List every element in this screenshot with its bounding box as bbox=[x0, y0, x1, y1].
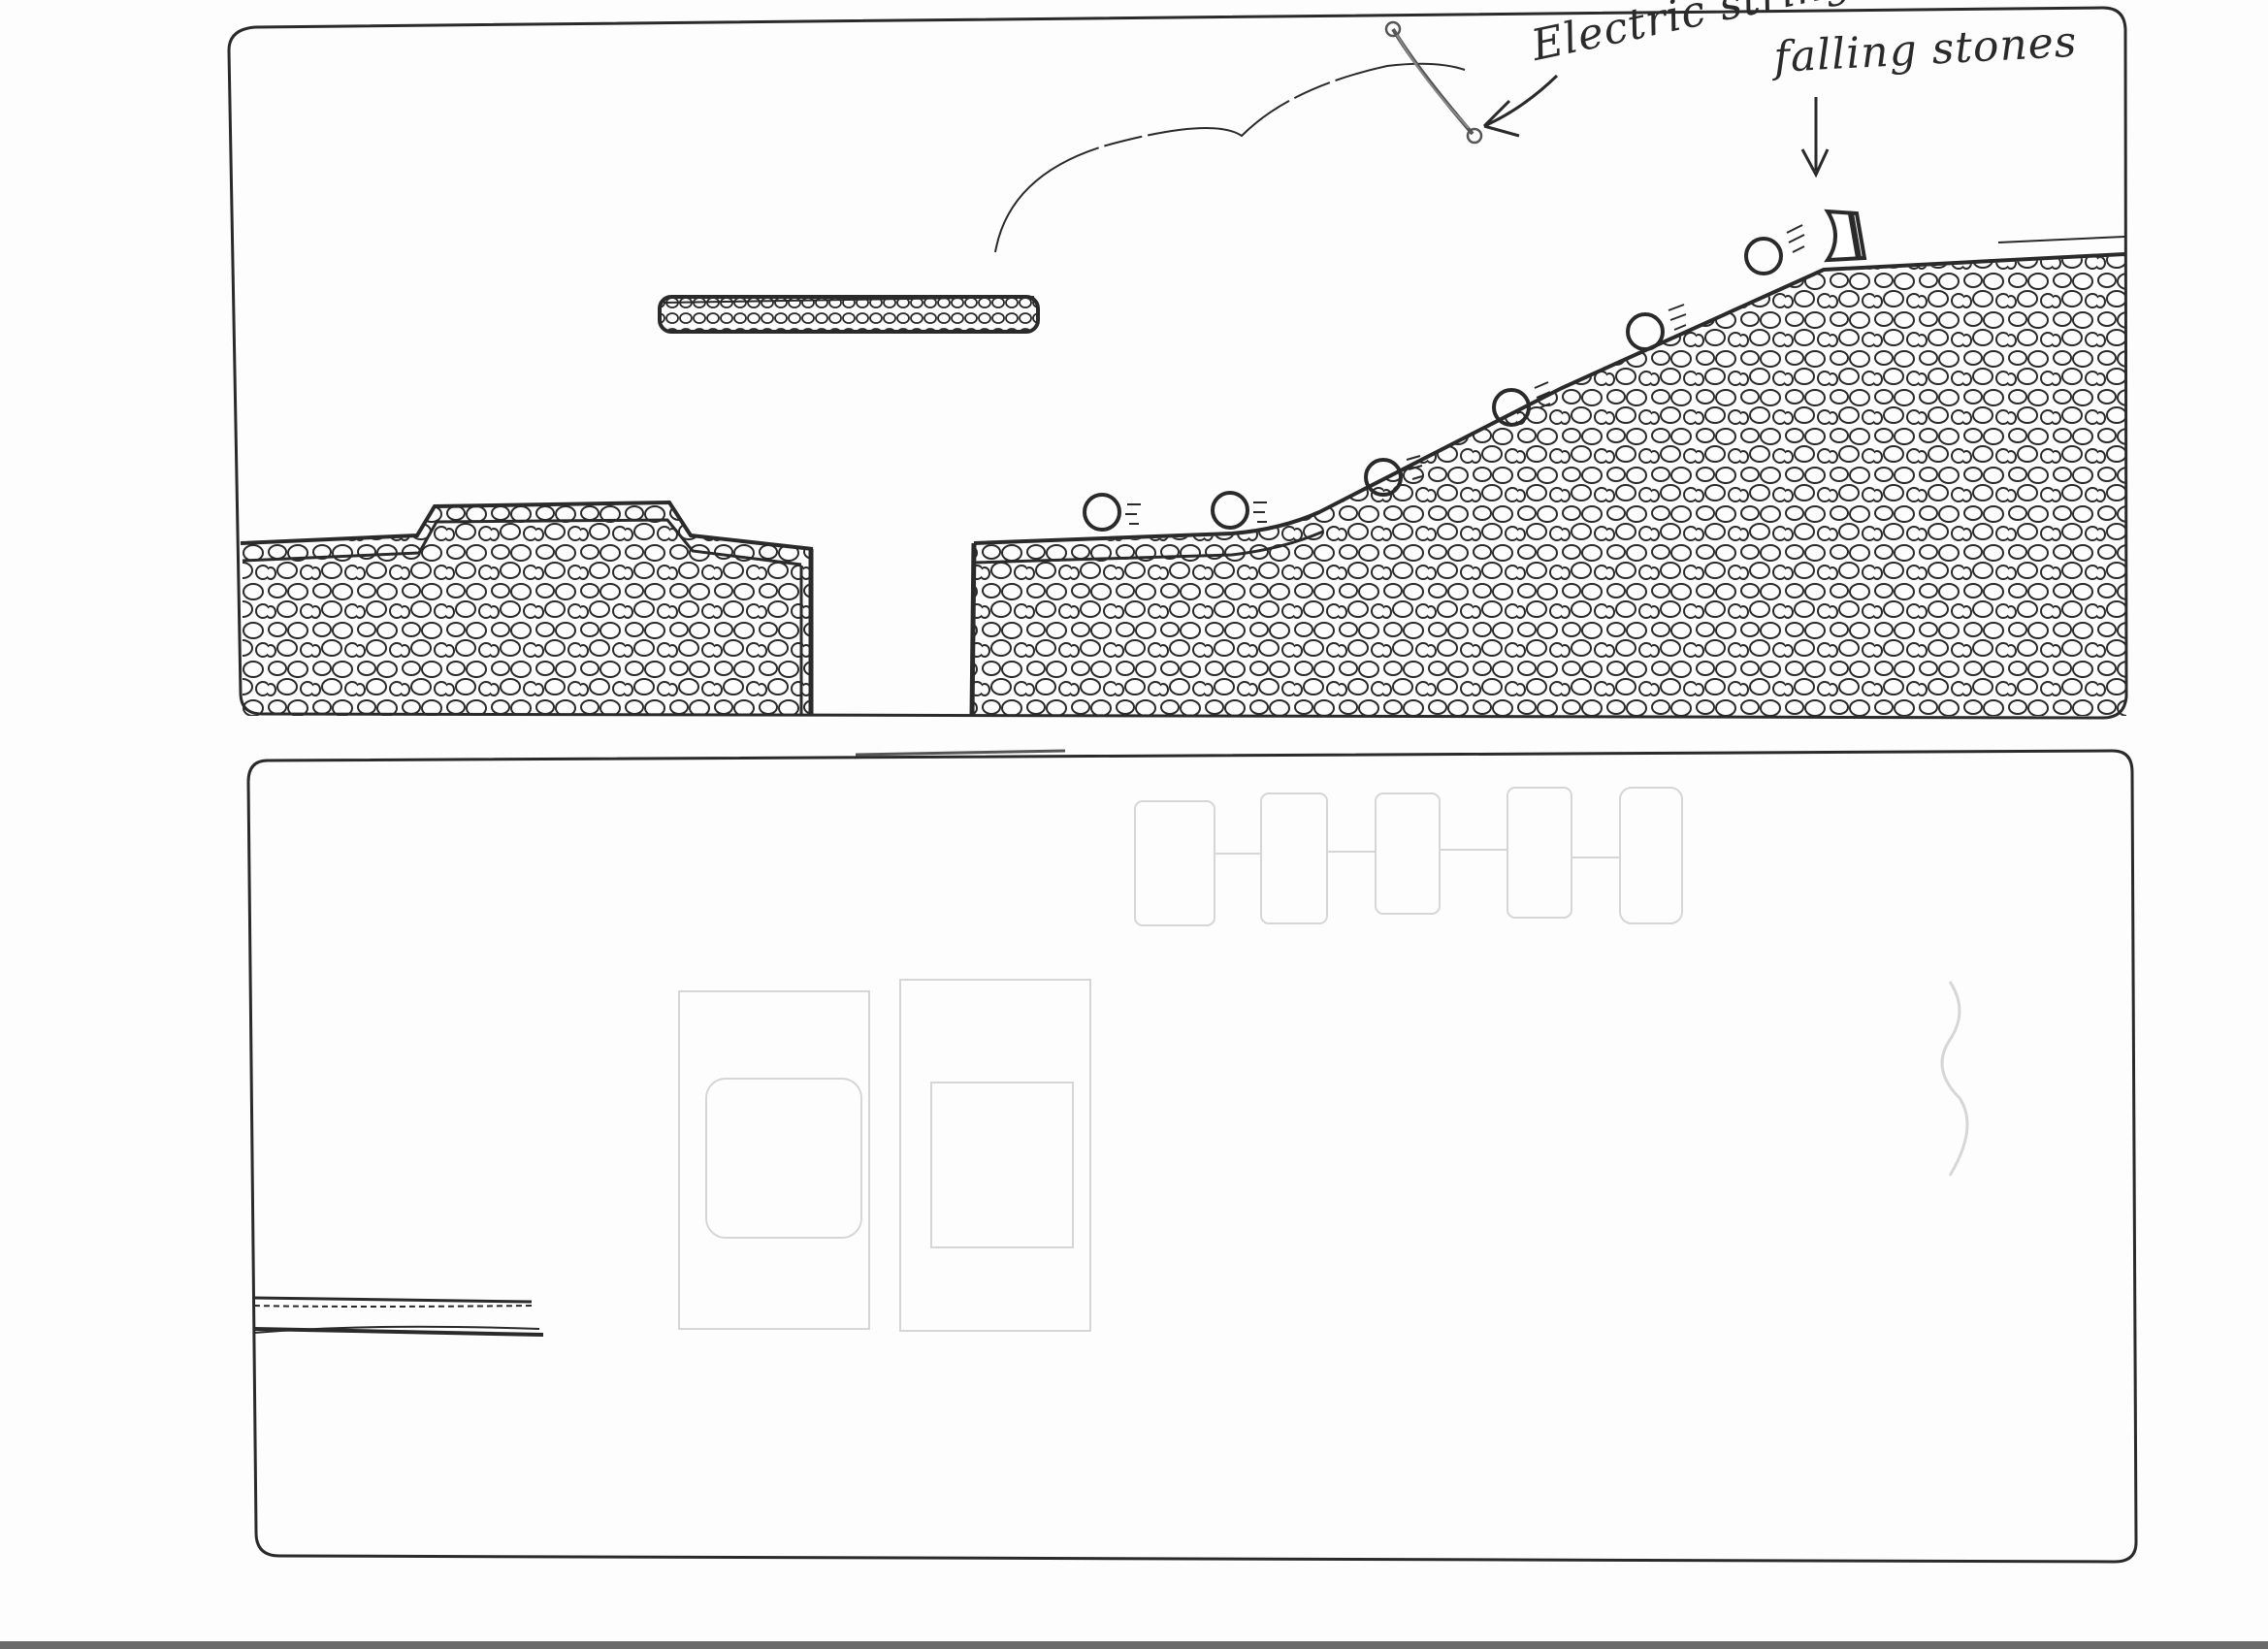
scanner-edge bbox=[0, 1641, 2268, 1649]
falling-stone-icon bbox=[1085, 495, 1141, 530]
electric-string-icon bbox=[1386, 22, 1481, 143]
bottom-panel-frame bbox=[248, 751, 2136, 1562]
electric-string-pointer-arrow bbox=[1484, 76, 1557, 136]
right-ground-slope bbox=[972, 237, 2126, 716]
floating-platform bbox=[660, 297, 1038, 332]
bottom-panel bbox=[248, 751, 2136, 1562]
falling-stone-icon bbox=[1213, 493, 1267, 528]
panel-separator bbox=[856, 751, 1065, 755]
falling-stone-icon bbox=[1746, 225, 1804, 274]
top-panel bbox=[229, 8, 2126, 718]
falling-stones-pointer-arrow bbox=[1802, 97, 1828, 175]
left-ledge bbox=[254, 1298, 543, 1335]
erased-sketch-marks bbox=[679, 788, 1967, 1331]
jump-trajectory-arc bbox=[995, 64, 1465, 252]
left-ground-block bbox=[241, 502, 813, 716]
stone-dispenser-icon bbox=[1828, 211, 1864, 260]
